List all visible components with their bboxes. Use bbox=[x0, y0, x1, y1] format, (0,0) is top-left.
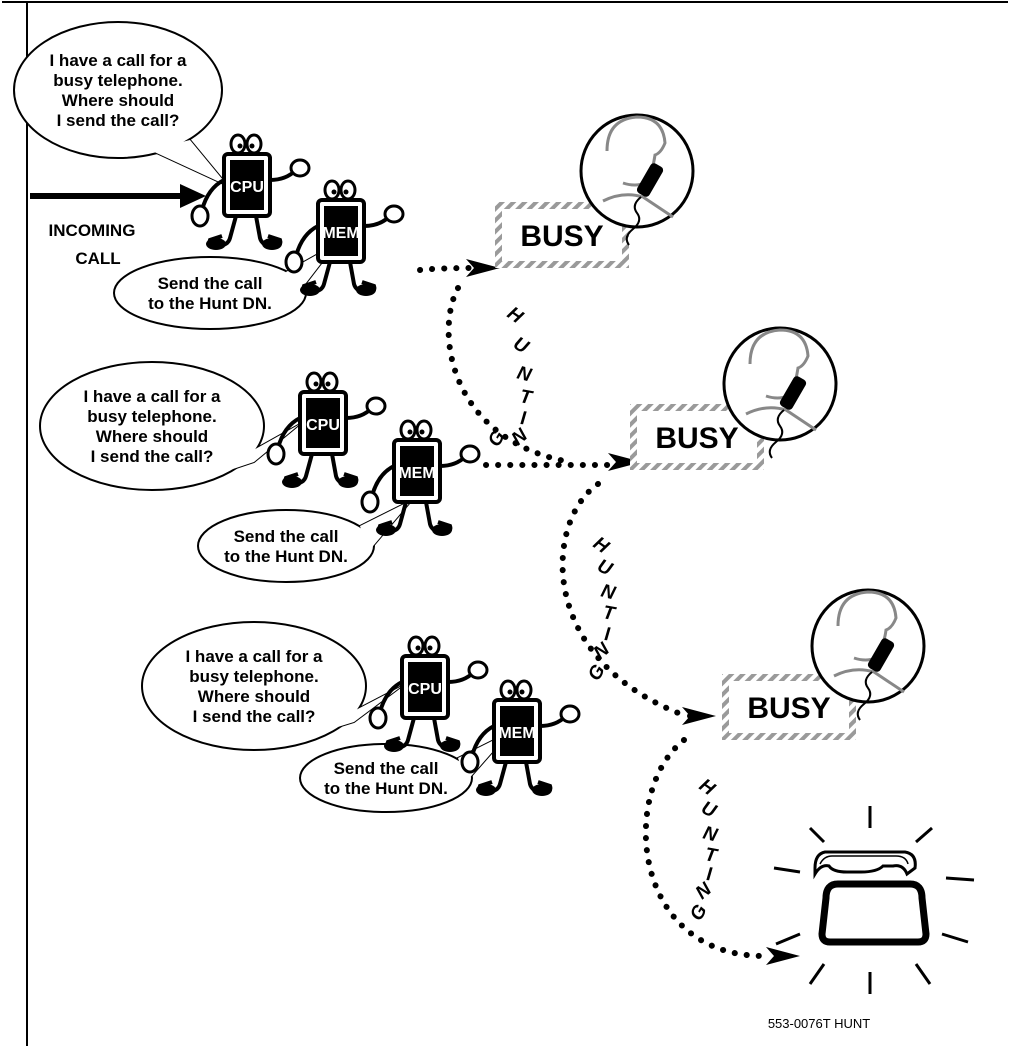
svg-text:N: N bbox=[508, 424, 533, 450]
svg-text:CPU: CPU bbox=[230, 179, 264, 196]
busy-box-2-label: BUSY bbox=[655, 422, 738, 455]
mem-chip-icon-3: MEM bbox=[460, 679, 581, 796]
svg-text:U: U bbox=[510, 333, 533, 359]
mem-chip-icon-2: MEM bbox=[360, 419, 481, 536]
incoming-label-line1: INCOMING bbox=[49, 221, 136, 240]
svg-text:MEM: MEM bbox=[498, 725, 535, 742]
svg-text:N: N bbox=[590, 638, 615, 664]
route-arrowhead-1 bbox=[466, 259, 500, 277]
hunting-dots-2 bbox=[559, 481, 689, 719]
svg-text:H: H bbox=[589, 533, 613, 559]
svg-text:N: N bbox=[599, 581, 619, 605]
svg-text:I: I bbox=[604, 624, 612, 645]
svg-text:N: N bbox=[515, 363, 535, 387]
mem-chip-icon-1: MEM bbox=[284, 179, 405, 296]
svg-text:I: I bbox=[706, 864, 714, 885]
svg-text:H: H bbox=[503, 303, 527, 329]
svg-text:CPU: CPU bbox=[306, 417, 340, 434]
svg-text:N: N bbox=[692, 878, 717, 904]
busy-user-phone-icon-1 bbox=[579, 113, 695, 246]
final-arrowhead bbox=[766, 947, 800, 965]
svg-text:N: N bbox=[701, 823, 721, 847]
svg-text:MEM: MEM bbox=[322, 225, 359, 242]
svg-text:G: G bbox=[686, 901, 712, 924]
route-arrowhead-2 bbox=[608, 453, 642, 471]
cpu-chip-icon-3: CPU bbox=[368, 635, 489, 752]
busy-user-phone-icon-2 bbox=[722, 326, 838, 459]
svg-text:G: G bbox=[484, 427, 510, 450]
incoming-label-line2: CALL bbox=[75, 249, 120, 268]
svg-text:U: U bbox=[594, 555, 616, 580]
svg-text:U: U bbox=[698, 797, 720, 822]
svg-text:T: T bbox=[518, 386, 534, 409]
svg-text:T: T bbox=[703, 844, 719, 867]
cpu-chip-icon-2: CPU bbox=[266, 371, 387, 488]
svg-text:MEM: MEM bbox=[398, 465, 435, 482]
busy-box-1-label: BUSY bbox=[520, 220, 603, 253]
busy-user-phone-icon-3 bbox=[810, 588, 926, 721]
svg-text:CPU: CPU bbox=[408, 681, 442, 698]
hunting-dots-3 bbox=[642, 737, 767, 959]
incoming-arrow bbox=[30, 184, 206, 208]
busy-box-3-label: BUSY bbox=[747, 692, 830, 725]
cpu-chip-icon-1: CPU bbox=[190, 133, 311, 250]
call-route-dots-1 bbox=[417, 265, 481, 273]
svg-text:T: T bbox=[601, 602, 617, 625]
hunting-dots-1 bbox=[445, 285, 573, 465]
ringing-telephone-icon bbox=[773, 806, 975, 994]
svg-text:I: I bbox=[520, 408, 528, 429]
figure-id: 553-0076T HUNT bbox=[768, 1016, 870, 1031]
route-arrowhead-3 bbox=[682, 707, 716, 725]
